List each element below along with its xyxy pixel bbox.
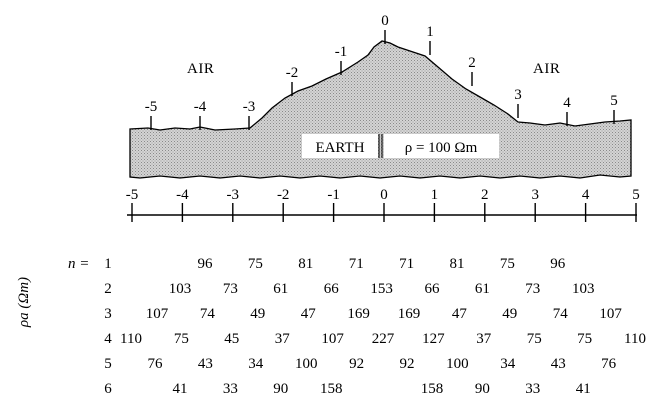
resistivity-value: 81 xyxy=(298,256,313,272)
electrode-label: 2 xyxy=(468,55,476,71)
resistivity-value: 153 xyxy=(370,281,393,297)
resistivity-value: 33 xyxy=(525,381,540,397)
air-label-left: AIR xyxy=(187,61,214,77)
rho-label-box xyxy=(384,134,499,158)
electrode-label: 0 xyxy=(381,13,389,29)
resistivity-value: 76 xyxy=(148,356,164,372)
rho-label: ρ = 100 Ωm xyxy=(405,140,478,156)
resistivity-value: 90 xyxy=(475,381,490,397)
electrode-label: -1 xyxy=(335,44,348,60)
resistivity-value: 75 xyxy=(174,331,189,347)
row-n-label: 1 xyxy=(104,256,112,272)
electrode-label: -2 xyxy=(286,65,299,81)
resistivity-value: 107 xyxy=(146,306,169,322)
resistivity-value: 66 xyxy=(425,281,441,297)
row-n-label: 2 xyxy=(104,281,112,297)
scale-tick-label: 3 xyxy=(531,187,539,203)
resistivity-value: 34 xyxy=(500,356,516,372)
scale-tick-label: -5 xyxy=(126,187,139,203)
resistivity-value: 73 xyxy=(223,281,238,297)
scale-tick-label: -2 xyxy=(277,187,290,203)
resistivity-value: 107 xyxy=(321,331,344,347)
scale-tick-label: 2 xyxy=(481,187,489,203)
air-label-right: AIR xyxy=(533,61,560,77)
electrode-label: -3 xyxy=(243,99,256,115)
electrode-label: 3 xyxy=(514,87,522,103)
row-n-label: 4 xyxy=(104,331,112,347)
resistivity-value: 107 xyxy=(599,306,622,322)
scale-tick-label: 0 xyxy=(380,187,388,203)
resistivity-value: 81 xyxy=(450,256,465,272)
earth-label-box xyxy=(302,134,378,158)
resistivity-value: 41 xyxy=(173,381,188,397)
resistivity-value: 37 xyxy=(275,331,291,347)
n-equals-label: n = xyxy=(68,256,89,272)
resistivity-value: 47 xyxy=(452,306,468,322)
resistivity-value: 41 xyxy=(576,381,591,397)
earth-label: EARTH xyxy=(315,140,364,156)
resistivity-value: 75 xyxy=(248,256,263,272)
resistivity-value: 45 xyxy=(224,331,239,347)
resistivity-value: 49 xyxy=(502,306,517,322)
resistivity-value: 169 xyxy=(398,306,421,322)
row-n-label: 3 xyxy=(104,306,112,322)
resistivity-value: 61 xyxy=(475,281,490,297)
resistivity-value: 110 xyxy=(624,331,646,347)
resistivity-value: 74 xyxy=(200,306,216,322)
scale-tick-label: -1 xyxy=(327,187,340,203)
resistivity-value: 74 xyxy=(553,306,569,322)
resistivity-value: 90 xyxy=(273,381,288,397)
resistivity-value: 103 xyxy=(169,281,192,297)
resistivity-value: 43 xyxy=(551,356,566,372)
resistivity-value: 96 xyxy=(550,256,566,272)
resistivity-value: 227 xyxy=(372,331,395,347)
row-n-label: 6 xyxy=(104,381,112,397)
y-axis-label: ρa (Ωm) xyxy=(16,277,32,328)
electrode-label: -4 xyxy=(194,99,207,115)
resistivity-value: 100 xyxy=(446,356,469,372)
electrode-markers: -5 -4 -3 -2 -1 0 1 2 3 4 5 xyxy=(145,13,618,130)
earth-terrain xyxy=(129,40,632,179)
resistivity-value: 49 xyxy=(250,306,265,322)
electrode-label: -5 xyxy=(145,99,158,115)
scale-tick-label: 4 xyxy=(582,187,590,203)
scale-tick-label: 1 xyxy=(431,187,439,203)
electrode-label: 4 xyxy=(563,95,571,111)
resistivity-value: 61 xyxy=(273,281,288,297)
resistivity-value: 76 xyxy=(601,356,617,372)
electrode-label: 1 xyxy=(426,24,434,40)
row-n-label: 5 xyxy=(104,356,112,372)
resistivity-value: 75 xyxy=(577,331,592,347)
scale-tick-label: -4 xyxy=(176,187,189,203)
scale-tick-label: 5 xyxy=(632,187,640,203)
resistivity-value: 92 xyxy=(349,356,364,372)
horizontal-scale: -5 -4 -3 -2 -1 0 1 2 3 4 5 xyxy=(126,187,640,222)
resistivity-value: 158 xyxy=(320,381,343,397)
resistivity-value: 71 xyxy=(349,256,364,272)
resistivity-value: 100 xyxy=(295,356,318,372)
resistivity-value: 71 xyxy=(399,256,414,272)
resistivity-value: 33 xyxy=(223,381,238,397)
resistivity-value: 34 xyxy=(248,356,264,372)
scale-tick-label: -3 xyxy=(227,187,240,203)
resistivity-value: 92 xyxy=(400,356,415,372)
resistivity-value: 127 xyxy=(422,331,445,347)
resistivity-value: 37 xyxy=(476,331,492,347)
resistivity-value: 158 xyxy=(421,381,444,397)
resistivity-value: 96 xyxy=(198,256,214,272)
resistivity-value: 43 xyxy=(198,356,213,372)
resistivity-value: 73 xyxy=(525,281,540,297)
electrode-label: 5 xyxy=(610,93,618,109)
resistivity-value: 75 xyxy=(500,256,515,272)
resistivity-value: 110 xyxy=(120,331,142,347)
resistivity-value: 66 xyxy=(324,281,340,297)
resistivity-value: 169 xyxy=(347,306,370,322)
resistivity-value: 103 xyxy=(572,281,595,297)
resistivity-value: 47 xyxy=(301,306,317,322)
resistivity-value: 75 xyxy=(527,331,542,347)
